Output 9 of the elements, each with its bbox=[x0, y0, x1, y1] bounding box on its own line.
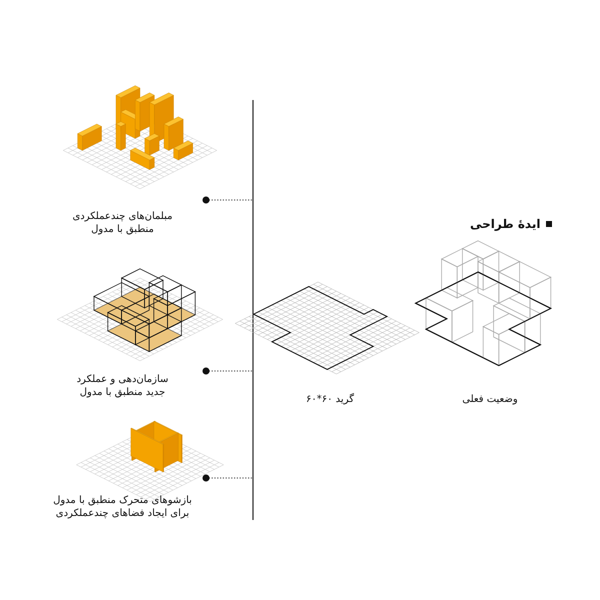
dotted-connector bbox=[202, 196, 254, 204]
node-label: مبلمان‌های چندعملکردی منطبق با مدول bbox=[71, 210, 174, 236]
dotted-connector bbox=[202, 474, 254, 482]
node-label: گرید ۶۰*۶۰ bbox=[305, 393, 355, 406]
node-label: وضعیت فعلی bbox=[461, 393, 519, 406]
dotted-connector bbox=[202, 368, 254, 374]
node-label: سازمان‌دهی و عملکرد جدید منطبق با مدول bbox=[76, 373, 170, 399]
node-label: بازشوهای متحرک منطبق با مدول برای ایجاد فضاهای چندعملکردی bbox=[52, 494, 193, 520]
section-title: ایدهٔ طراحی bbox=[470, 217, 540, 231]
